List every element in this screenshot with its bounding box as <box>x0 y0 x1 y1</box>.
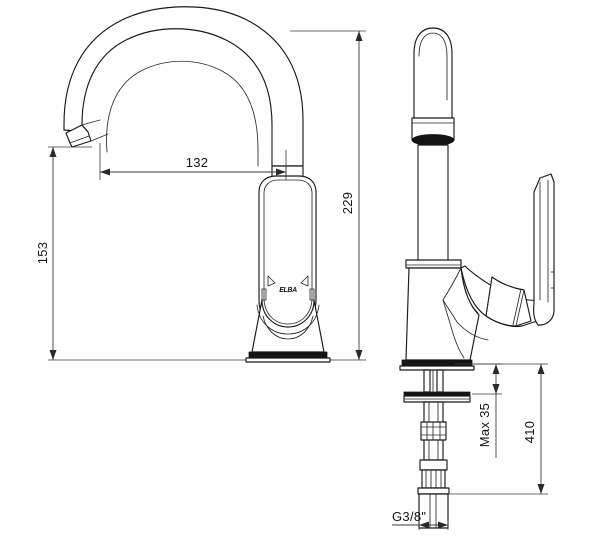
dimension-label-132: 132 <box>186 155 209 170</box>
spout-aerator-tip <box>65 119 109 148</box>
dimension-label-g38: G3/8" <box>392 509 426 524</box>
base-plate <box>245 351 331 363</box>
dimension-label-229: 229 <box>340 192 355 215</box>
threaded-rod <box>420 401 447 461</box>
base-plate-front <box>399 359 475 371</box>
lever-handle-front <box>442 173 555 359</box>
dimension-label-max-35: Max 35 <box>477 403 492 447</box>
mounting-shank <box>423 369 444 393</box>
lever-handle-body <box>258 175 317 331</box>
spout-arch <box>63 6 304 167</box>
base-cone <box>251 299 325 353</box>
dimension-label-153: 153 <box>35 242 50 265</box>
dimension-max-deck-thickness: Max 35 <box>472 363 502 458</box>
dimension-inlet-thread: G3/8" <box>392 509 449 530</box>
spout-tube-front <box>411 27 455 263</box>
dimension-spout-height: 153 <box>35 146 246 361</box>
dimension-label-410: 410 <box>522 421 537 444</box>
side-elevation-view: ELBA <box>63 6 331 363</box>
body-brand-logo-text: ELBA <box>279 287 297 294</box>
dimension-total-height: 410 <box>450 363 548 495</box>
supply-connector <box>417 459 450 529</box>
body-collar-front <box>405 259 462 269</box>
front-elevation-view <box>399 27 555 529</box>
mounting-washer-plate <box>403 391 471 403</box>
body-brand-logo: ELBA <box>279 287 297 294</box>
dimension-overall-height: 229 <box>290 30 366 361</box>
dimension-spout-reach: 132 <box>99 143 287 180</box>
